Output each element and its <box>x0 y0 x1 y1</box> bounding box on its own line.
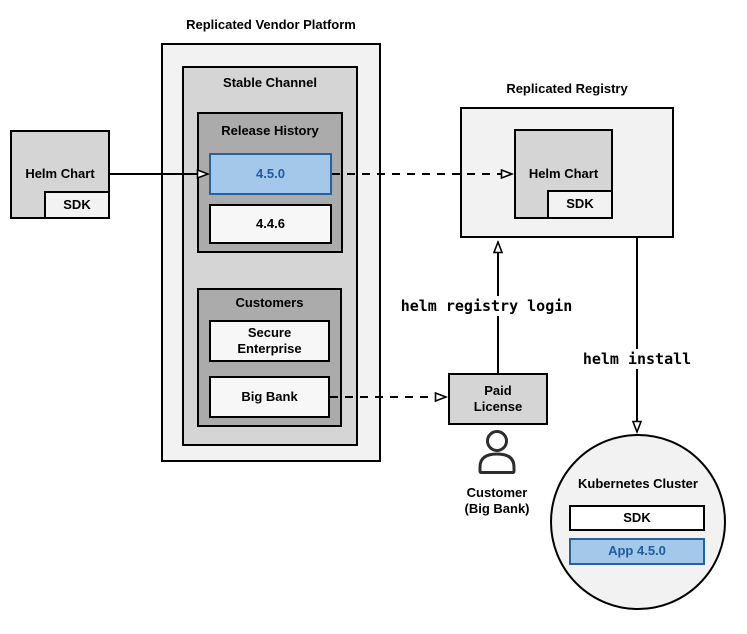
registry-sdk-label: SDK <box>566 196 594 212</box>
customer-big-bank: Big Bank <box>209 376 330 418</box>
kubernetes-cluster-title: Kubernetes Cluster <box>578 476 698 491</box>
cluster-app-label: App 4.5.0 <box>608 543 666 559</box>
source-sdk-box: SDK <box>44 191 110 219</box>
release-version-450: 4.5.0 <box>209 153 332 195</box>
release-history-title: Release History <box>221 123 319 138</box>
registry-title: Replicated Registry <box>506 81 628 96</box>
customer-caption-detail: (Big Bank) <box>464 501 530 517</box>
vendor-platform-title: Replicated Vendor Platform <box>186 17 356 32</box>
paid-license-box: Paid License <box>448 373 548 425</box>
customer-secure-enterprise: Secure Enterprise <box>209 320 330 362</box>
cluster-sdk-box: SDK <box>569 505 705 531</box>
stable-channel-title: Stable Channel <box>223 75 317 90</box>
release-version-446: 4.4.6 <box>209 204 332 244</box>
customer-secure-enterprise-label: Secure Enterprise <box>237 324 302 356</box>
cluster-sdk-label: SDK <box>623 509 651 525</box>
registry-sdk-box: SDK <box>547 190 613 219</box>
helm-install-command: helm install <box>578 349 696 369</box>
customers-title: Customers <box>235 295 304 310</box>
customer-caption-name: Customer <box>466 485 528 500</box>
registry-helm-chart-label: Helm Chart <box>528 165 599 181</box>
cluster-app-box: App 4.5.0 <box>569 538 705 565</box>
customer-person-icon <box>478 430 516 474</box>
release-version-450-label: 4.5.0 <box>256 165 285 181</box>
customer-big-bank-label: Big Bank <box>241 388 298 404</box>
paid-license-label: Paid License <box>473 382 523 414</box>
source-helm-chart-label: Helm Chart <box>25 166 95 182</box>
source-sdk-label: SDK <box>63 196 91 212</box>
helm-registry-login-command: helm registry login <box>396 296 577 316</box>
release-version-446-label: 4.4.6 <box>256 215 285 231</box>
